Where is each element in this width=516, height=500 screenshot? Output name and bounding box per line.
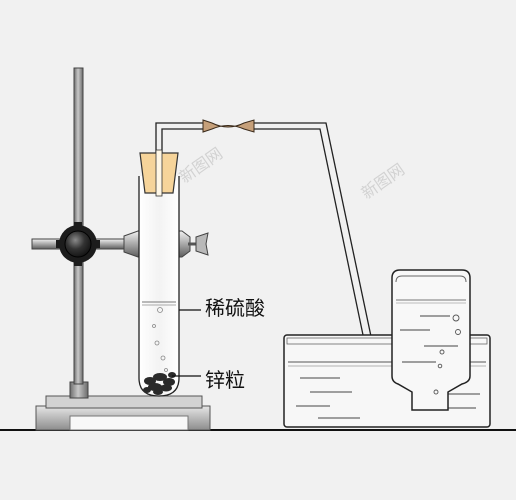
zinc-granules-label: 锌粒	[205, 368, 245, 392]
rubber-connector	[202, 119, 255, 133]
boss-head-knob	[56, 222, 100, 266]
zinc-granules	[143, 372, 176, 395]
stand-base	[35, 381, 211, 431]
dilute-sulfuric-acid-label: 稀硫酸	[205, 296, 265, 320]
test-tube	[138, 176, 180, 397]
collection-bottle	[391, 269, 471, 411]
